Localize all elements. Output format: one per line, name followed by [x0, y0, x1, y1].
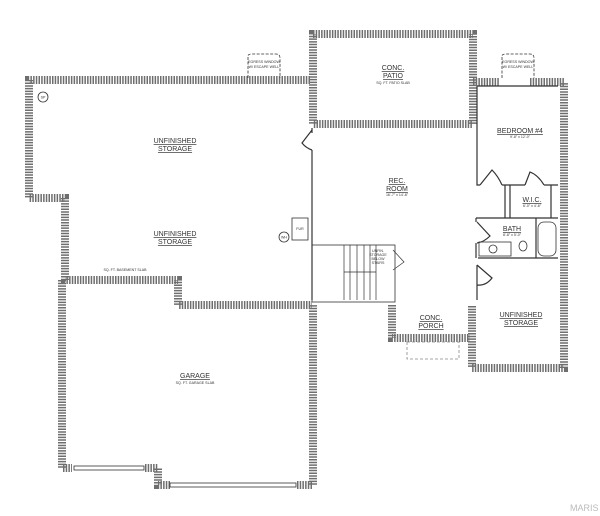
staircase	[311, 244, 405, 303]
sump-label: SP	[41, 96, 46, 100]
watermark: MARIS	[570, 503, 599, 513]
bath-label: BATH	[503, 226, 521, 233]
foundation-wall-main	[25, 76, 312, 309]
door-bath	[476, 221, 491, 244]
sink	[488, 244, 498, 254]
water-heater	[278, 231, 290, 243]
garage-wall	[58, 280, 317, 489]
egress-well-left	[247, 53, 281, 78]
rec-room-dim: 16'-7" x 14'-8"	[386, 193, 409, 197]
toilet	[518, 240, 528, 252]
furnace-label: FUR	[296, 227, 304, 231]
basement-slab-label: SQ. FT. BASEMENT SLAB	[103, 268, 147, 272]
patio-wall	[309, 30, 477, 128]
door-wic	[524, 171, 545, 186]
bedroom-label: BEDROOM #4	[497, 128, 543, 135]
water-heater-label: WH	[281, 236, 287, 240]
door-bedroom	[479, 169, 503, 186]
patio-label: CONC.PATIO	[382, 65, 405, 80]
vanity	[478, 241, 512, 257]
wic-dim: 6'-0" x 4'-6"	[523, 204, 542, 208]
wic-label: W.I.C.	[522, 197, 541, 204]
garage-door-left	[73, 465, 145, 471]
bath-wall	[475, 217, 558, 259]
sump-pit	[37, 91, 49, 103]
right-wall	[468, 78, 568, 372]
egress-well-right	[501, 53, 535, 78]
porch-step	[406, 341, 460, 360]
bedroom-wall	[476, 85, 558, 218]
door-storage	[476, 264, 493, 286]
bathtub	[537, 221, 557, 257]
garage-label: GARAGE	[180, 373, 210, 380]
bath-dim: 8'-8" x 5'-0"	[503, 233, 522, 237]
patio-slab-label: SQ. FT. PATIO SLAB	[376, 81, 410, 85]
bedroom-dim: 9'-8" x 12'-0"	[510, 135, 531, 139]
garage-slab-label: SQ. FT. GARAGE SLAB	[176, 381, 215, 385]
furnace	[291, 217, 309, 241]
garage-door-right	[169, 482, 297, 488]
rec-room-label: REC.ROOM	[386, 178, 408, 193]
door-rec	[301, 129, 313, 151]
porch-label: CONC.PORCH	[418, 315, 443, 330]
porch-wall	[388, 305, 470, 342]
